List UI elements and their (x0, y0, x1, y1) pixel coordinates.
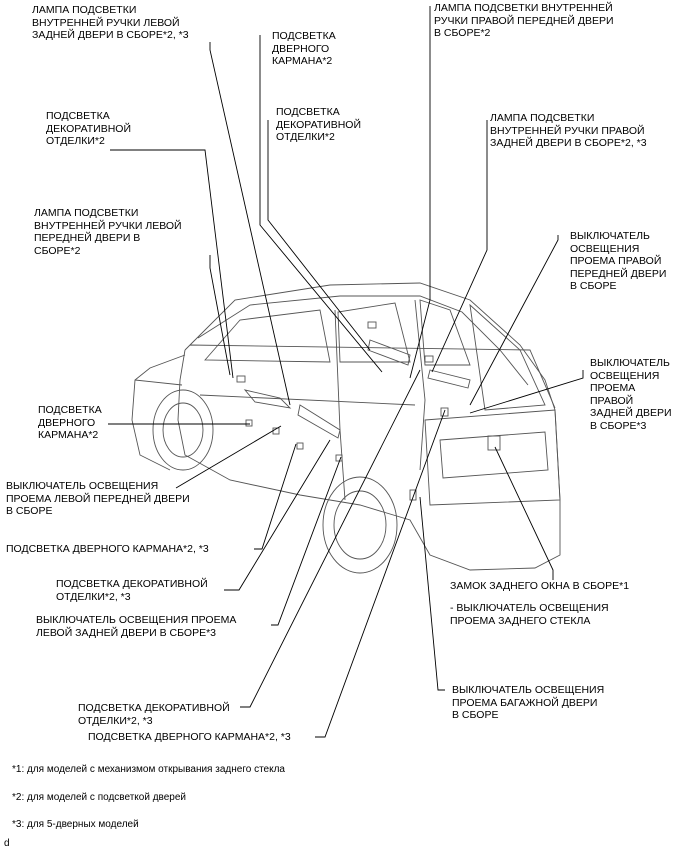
leader-rear-right-switch (469, 370, 584, 414)
leader-rear-left-handle (209, 42, 291, 406)
corner-mark: d (4, 838, 10, 849)
leader-front-left-handle (209, 255, 231, 376)
leader-front-right-handle (409, 6, 431, 379)
label-rear-right-handle-lamp: ЛАМПА ПОДСВЕТКИ ВНУТРЕННЕЙ РУЧКИ ПРАВОЙ … (490, 112, 647, 150)
vehicle-outline (131, 282, 561, 574)
footnote-3: *3: для 5-дверных моделей (12, 819, 139, 830)
leader-trim-bottom (240, 369, 421, 708)
label-door-pocket-light-left: ПОДСВЕТКА ДВЕРНОГО КАРМАНА*2 (38, 404, 102, 442)
label-front-right-handle-lamp: ЛАМПА ПОДСВЕТКИ ВНУТРЕННЕЙ РУЧКИ ПРАВОЙ … (434, 2, 614, 40)
leader-front-right-switch (469, 235, 559, 406)
leader-rear-right-handle (431, 120, 488, 373)
label-door-pocket-light-bottom: ПОДСВЕТКА ДВЕРНОГО КАРМАНА*2, *3 (88, 731, 291, 743)
label-door-pocket-light-top: ПОДСВЕТКА ДВЕРНОГО КАРМАНА*2 (272, 30, 336, 68)
label-front-left-courtesy-switch: ВЫКЛЮЧАТЕЛЬ ОСВЕЩЕНИЯ ПРОЕМА ЛЕВОЙ ПЕРЕД… (6, 480, 190, 518)
leader-door-pocket-rear (254, 443, 297, 550)
label-door-pocket-light-rear: ПОДСВЕТКА ДВЕРНОГО КАРМАНА*2, *3 (6, 543, 209, 555)
footnote-1: *1: для моделей с механизмом открывания … (12, 764, 285, 775)
label-front-right-courtesy-switch: ВЫКЛЮЧАТЕЛЬ ОСВЕЩЕНИЯ ПРОЕМА ПРАВОЙ ПЕРЕ… (570, 230, 667, 293)
label-front-left-handle-lamp: ЛАМПА ПОДСВЕТКИ ВНУТРЕННЕЙ РУЧКИ ЛЕВОЙ П… (34, 207, 182, 257)
label-rear-left-handle-lamp: ЛАМПА ПОДСВЕТКИ ВНУТРЕННЕЙ РУЧКИ ЛЕВОЙ З… (32, 4, 189, 42)
label-trim-light-bottom: ПОДСВЕТКА ДЕКОРАТИВНОЙ ОТДЕЛКИ*2, *3 (78, 702, 230, 727)
label-rear-right-courtesy-switch: ВЫКЛЮЧАТЕЛЬ ОСВЕЩЕНИЯ ПРОЕМА ПРАВОЙ ЗАДН… (590, 357, 672, 432)
leader-front-left-switch (175, 425, 282, 489)
label-rear-glass-courtesy-switch: - ВЫКЛЮЧАТЕЛЬ ОСВЕЩЕНИЯ ПРОЕМА ЗАДНЕГО С… (450, 602, 609, 627)
leader-door-pocket-bottom (315, 409, 446, 738)
label-trim-light-center: ПОДСВЕТКА ДЕКОРАТИВНОЙ ОТДЕЛКИ*2 (276, 106, 362, 144)
leader-lines (108, 6, 584, 738)
label-trim-light-rear: ПОДСВЕТКА ДЕКОРАТИВНОЙ ОТДЕЛКИ*2, *3 (56, 578, 208, 603)
label-trim-light-left: ПОДСВЕТКА ДЕКОРАТИВНОЙ ОТДЕЛКИ*2 (46, 110, 132, 148)
leader-trim-left (110, 149, 234, 379)
label-rear-window-lock: ЗАМОК ЗАДНЕГО ОКНА В СБОРЕ*1 (450, 580, 630, 592)
leader-rear-left-switch (271, 456, 342, 626)
leader-trim-rear (224, 439, 331, 591)
leader-rear-window-lock (494, 446, 554, 580)
label-back-door-courtesy-switch: ВЫКЛЮЧАТЕЛЬ ОСВЕЩЕНИЯ ПРОЕМА БАГАЖНОЙ ДВ… (452, 684, 605, 722)
label-rear-left-courtesy-switch: ВЫКЛЮЧАТЕЛЬ ОСВЕЩЕНИЯ ПРОЕМА ЛЕВОЙ ЗАДНЕ… (36, 614, 237, 639)
leader-door-pocket-top (259, 35, 383, 373)
leader-back-door-switch (419, 496, 445, 691)
leader-trim-center (267, 120, 371, 351)
footnote-2: *2: для моделей с подсветкой дверей (12, 792, 187, 803)
